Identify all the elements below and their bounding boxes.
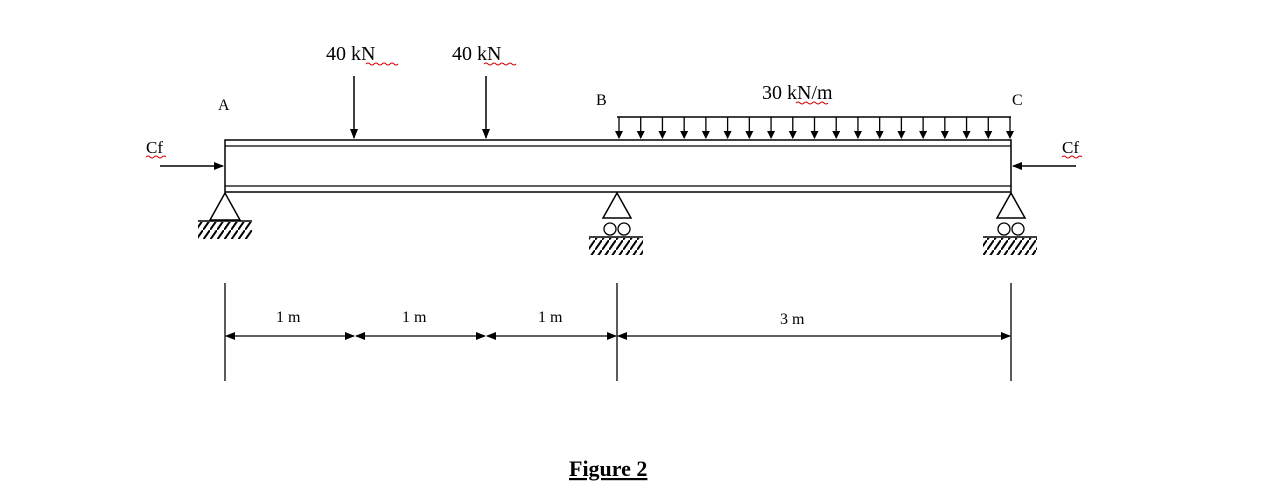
point-label-c: C: [1012, 92, 1023, 109]
axial-force-right: Cf: [1012, 138, 1083, 170]
dimension-label-span-1: 1 m: [276, 309, 301, 326]
figure-caption: Figure 2: [569, 456, 647, 481]
roller-support-triangle: [995, 191, 1027, 219]
distributed-load-arrows: [615, 117, 1014, 139]
dimension-label-span-4: 3 m: [780, 311, 805, 328]
axial-force-left-label: Cf: [146, 138, 163, 157]
point-load-2: 40 kN: [452, 43, 517, 139]
ground-hatch: [983, 238, 1037, 255]
pin-support-a: [198, 191, 252, 239]
spellcheck-underline-icon: [145, 155, 167, 159]
dimension-span-3: 1 m: [486, 309, 617, 340]
point-load-1-label: 40 kN: [326, 43, 375, 65]
roller-wheel: [1011, 222, 1025, 236]
point-load-2-label: 40 kN: [452, 43, 501, 65]
dimension-label-span-2: 1 m: [402, 309, 427, 326]
spellcheck-underline-icon: [365, 62, 399, 66]
axial-force-right-label: Cf: [1062, 138, 1079, 157]
point-label-a: A: [218, 97, 230, 114]
spellcheck-underline-icon: [795, 101, 829, 105]
spellcheck-underline-icon: [483, 62, 517, 66]
dimensions: 1 m 1 m 1 m 3 m: [224, 283, 1012, 381]
roller-wheel: [997, 222, 1011, 236]
ground-hatch: [589, 238, 643, 255]
beam-outline: [224, 139, 1012, 193]
point-label-b: B: [596, 92, 607, 109]
pin-support-triangle: [208, 191, 242, 221]
beam: [224, 139, 1012, 193]
dimension-span-1: 1 m: [225, 309, 355, 340]
ground-hatch: [198, 222, 252, 239]
distributed-load: 30 kN/m: [615, 82, 1014, 139]
dimension-span-2: 1 m: [355, 309, 486, 340]
dimension-label-span-3: 1 m: [538, 309, 563, 326]
distributed-load-label: 30 kN/m: [762, 82, 833, 104]
roller-wheel: [617, 222, 631, 236]
roller-support-b: [589, 191, 643, 255]
roller-support-c: [983, 191, 1037, 255]
roller-support-triangle: [601, 191, 633, 219]
dimension-span-4: 3 m: [617, 311, 1011, 340]
axial-force-left: Cf: [145, 138, 224, 170]
point-load-1: 40 kN: [326, 43, 399, 139]
roller-wheel: [603, 222, 617, 236]
spellcheck-underline-icon: [1061, 155, 1083, 159]
